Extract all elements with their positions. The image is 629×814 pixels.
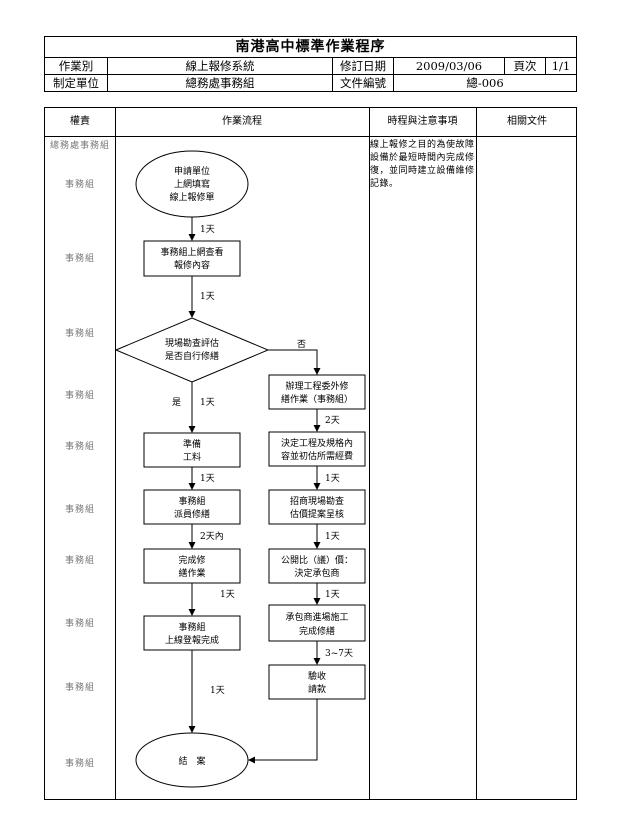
node-text: 事務組上網查看 [160,246,223,258]
arrow [248,699,318,764]
node-text: 決定工程及規格內 [281,437,353,449]
node-text: 公開比（議）價： [281,554,353,566]
arrow-label: 1天 [200,292,215,302]
node-text: 事務組 [178,495,205,507]
arrow-label: 是 [172,397,181,408]
label-page: 頁次 [504,57,546,75]
label-revision-date: 修訂日期 [332,57,394,75]
node-text: 辦理工程委外修 [285,380,348,392]
timing-note: 線上報修之目的為使故障設備於最短時間內完成修復，並同時建立設備維修記錄。 [370,140,475,189]
label-doc-number: 文件編號 [332,74,394,92]
role-label: 事務組 [64,556,95,566]
value-unit: 總務處事務組 [107,74,333,92]
node-text: 承包商進場施工 [285,611,348,623]
arrow-label: 1天 [220,590,235,600]
arrow-label: 1天 [200,398,215,408]
column-documents: 相關文件 [507,116,547,127]
value-doc-number: 總-006 [393,74,577,92]
column-responsibility: 權責 [70,116,90,127]
role-label: 事務組 [64,391,95,401]
node-text: 繕作業 [178,567,205,579]
node-text: 決定承包商 [294,567,339,579]
node-text: 申請單位 [174,165,210,177]
role-label: 事務組 [64,619,95,629]
arrow-label: 1天 [200,225,215,235]
value-category: 線上報修系統 [107,57,333,75]
arrow-label: 1天 [210,686,225,696]
node-text: 現場勘查評估 [165,337,219,349]
node-text: 準備 [183,438,201,450]
node-text: 事務組 [178,621,205,633]
arrow-label: 1天 [325,532,340,542]
node-text: 繕作業（事務組） [281,393,353,405]
arrow [268,349,321,375]
role-label: 事務組 [64,180,95,190]
node-text: 報修內容 [174,259,210,271]
arrow-label: 1天 [325,590,340,600]
node-text: 招商現場勘查 [290,495,344,507]
label-unit: 制定單位 [44,74,108,92]
arrow-label: 2天內 [200,531,224,542]
role-label: 事務組 [64,759,95,769]
decision-diamond [114,317,270,383]
role-label: 總務處事務組 [49,141,110,151]
role-label: 事務組 [64,254,95,264]
flowchart: 申請單位 上網填寫 線上報修單 事務組上網查看 報修內容 現場勘查評估 是否自行… [114,150,366,788]
header-table: 南港高中標準作業程序 作業別 線上報修系統 修訂日期 2009/03/06 頁次… [44,36,577,92]
procedure-table: 權責 作業流程 時程與注意事項 相關文件 總務處事務組 事務組 事務組 事務組 … [44,107,577,800]
node-text: 完成修 [178,554,205,566]
arrow-label: 1天 [325,474,340,484]
node-text: 派員修繕 [174,508,210,520]
node-text: 驗收 [308,670,326,682]
node-text: 容並初估所需經費 [281,450,353,462]
node-text: 完成修繕 [299,625,335,637]
value-revision-date: 2009/03/06 [393,57,505,75]
value-page: 1/1 [545,57,577,75]
role-label: 事務組 [64,329,95,339]
document-title: 南港高中標準作業程序 [44,36,577,58]
label-category: 作業別 [44,57,108,75]
node-text: 上線登報完成 [165,634,219,646]
node-text: 工料 [183,451,201,463]
node-text: 是否自行修繕 [165,350,219,362]
column-flow: 作業流程 [222,116,262,127]
node-text: 結 案 [178,755,205,767]
arrow-label: 否 [297,339,306,350]
node-text: 請款 [308,683,326,695]
role-label: 事務組 [64,442,95,452]
node-text: 估價提案呈核 [290,508,344,520]
arrow-label: 3~7天 [325,649,353,659]
role-label: 事務組 [64,683,95,693]
role-label: 事務組 [64,505,95,515]
column-notes: 時程與注意事項 [387,116,458,127]
node-text: 上網填寫 [174,178,210,190]
arrow-label: 2天 [325,416,340,426]
arrow-label: 1天 [200,474,215,484]
node-text: 線上報修單 [169,191,214,203]
